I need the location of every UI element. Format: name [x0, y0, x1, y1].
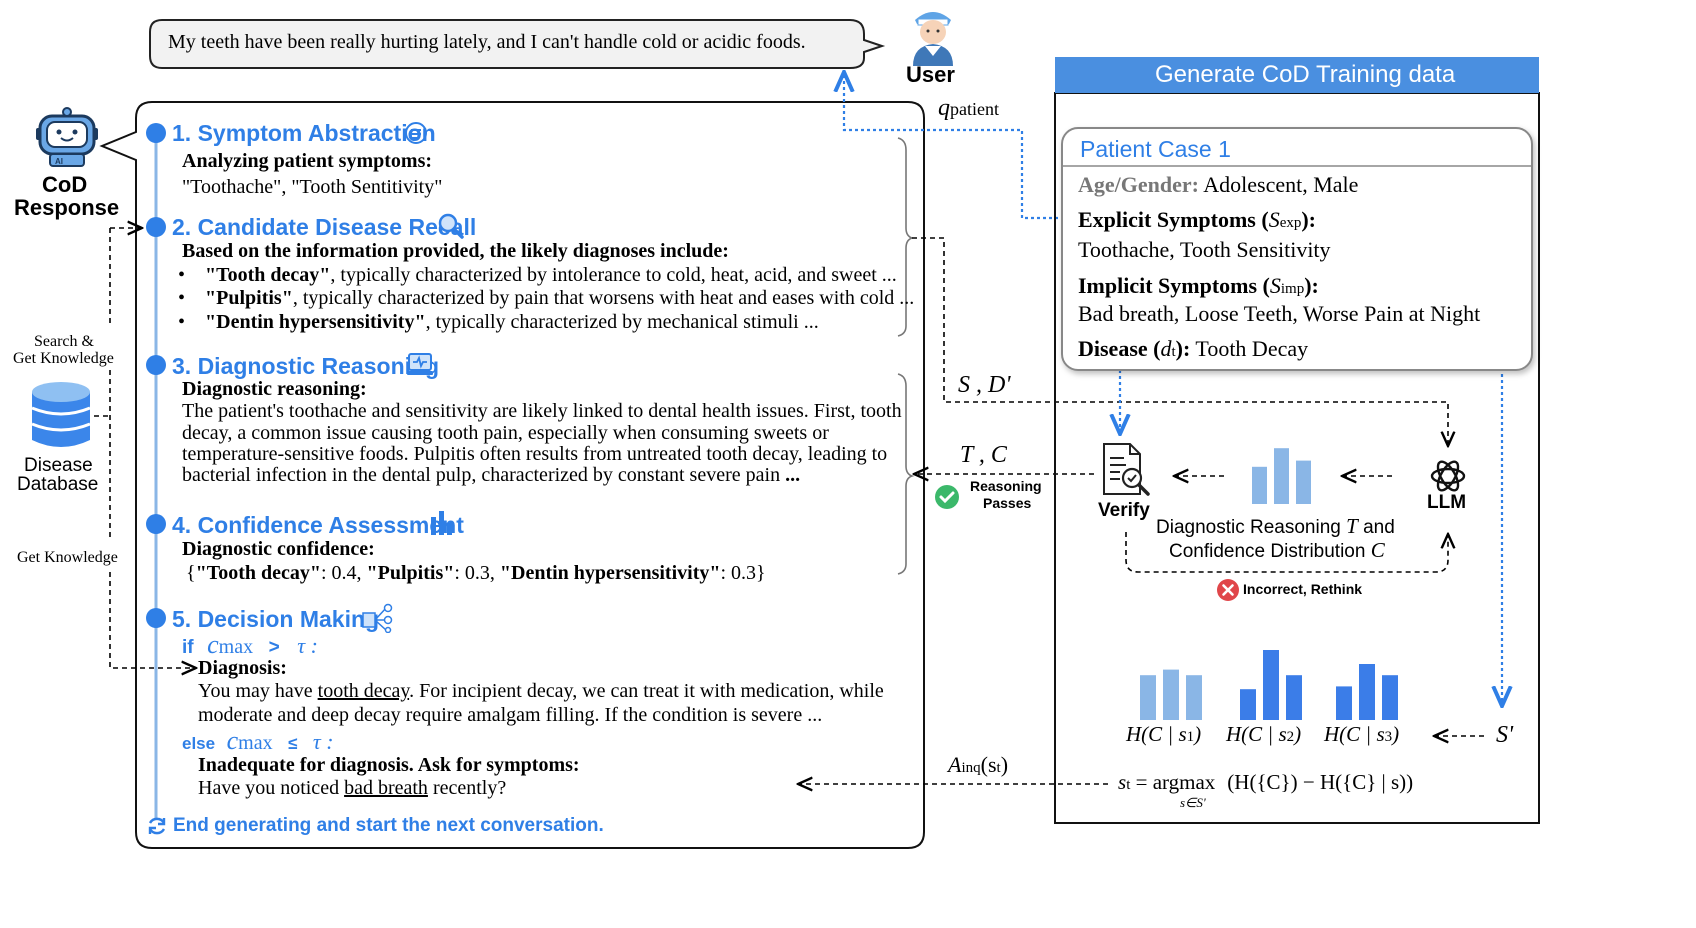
step2-item-2: • "Pulpitis", typically characterized by… [178, 287, 915, 309]
if-condition: if cmax > τ : [182, 630, 318, 659]
llm-output-bars [1252, 448, 1311, 504]
entropy-label-2: H(C | s2) [1226, 722, 1302, 746]
entropy-group-1-bar-2 [1163, 669, 1179, 720]
s-d-label: S , D' [958, 372, 1011, 398]
patient-case-title: Patient Case 1 [1080, 136, 1231, 162]
step3-title: 3. Diagnostic Reasoning [172, 353, 440, 379]
selection-formula: st = argmax(H({C}) − H({C} | s)) [1118, 770, 1414, 794]
llm-output-bar-3 [1296, 460, 1311, 504]
svg-text:AI: AI [55, 157, 63, 166]
diagnosis-laptop-icon [407, 353, 433, 375]
user-avatar-icon [913, 12, 953, 66]
explicit-symptoms-label: Explicit Symptoms (Sexp): [1078, 207, 1317, 232]
end-conversation-text: End generating and start the next conver… [173, 815, 604, 836]
llm-label: LLM [1427, 492, 1467, 513]
bar-chart-icon [431, 511, 452, 535]
entropy-label-3: H(C | s3) [1324, 722, 1400, 746]
check-icon [935, 485, 959, 509]
entropy-group-2-bar-2 [1263, 650, 1279, 720]
step2-item-3: • "Dentin hypersensitivity", typically c… [178, 311, 819, 333]
step5-title: 5. Decision Making [172, 606, 380, 632]
t-c-label: T , C [960, 442, 1007, 468]
step1-dot [146, 123, 166, 143]
step4-heading: Diagnostic confidence: [182, 538, 375, 560]
entropy-group-3-bar-1 [1336, 686, 1352, 720]
reasoning-passes-2: Passes [983, 495, 1032, 511]
document-list-icon [405, 122, 427, 144]
step3-line-4: bacterial infection in the dental pulp, … [182, 464, 801, 486]
step3-line-3: temperature-sensitive foods. Pulpitis of… [182, 443, 888, 465]
entropy-bar-groups [1140, 650, 1398, 720]
search-knowledge-label-2: Get Knowledge [13, 350, 114, 367]
entropy-group-3-bar-3 [1382, 675, 1398, 720]
step1-body: "Toothache", "Tooth Sentitivity" [182, 176, 443, 198]
database-label-1: Disease [24, 455, 93, 476]
training-header: Generate CoD Training data [1155, 61, 1456, 88]
step4-title: 4. Confidence Assessment [172, 512, 464, 538]
robot-icon: AI [36, 107, 98, 167]
entropy-group-2-bar-3 [1286, 675, 1302, 720]
step5-dot [146, 608, 166, 628]
explicit-symptoms-value: Toothache, Tooth Sensitivity [1078, 237, 1331, 262]
cod-label-line1: CoD [42, 172, 88, 197]
search-knowledge-label-1: Search & [34, 333, 94, 350]
step3-dot [146, 355, 166, 375]
step3-line-1: The patient's toothache and sensitivity … [182, 400, 902, 422]
entropy-group-1-bar-3 [1186, 675, 1202, 720]
magnifier-icon [438, 213, 464, 239]
step4-confidence: {"Tooth decay": 0.4, "Pulpitis": 0.3, "D… [186, 562, 766, 584]
incorrect-rethink-label: Incorrect, Rethink [1243, 581, 1363, 597]
refresh-icon [148, 817, 166, 835]
verify-label: Verify [1098, 500, 1150, 521]
get-knowledge-label: Get Knowledge [17, 549, 118, 566]
a-inq-label: Ainq(st) [948, 752, 1009, 777]
user-query-text: My teeth have been really hurting lately… [168, 31, 806, 53]
error-icon [1217, 579, 1239, 601]
age-gender-row: Age/Gender: Adolescent, Male [1078, 172, 1359, 197]
disease-row: Disease (dt): Tooth Decay [1078, 336, 1309, 361]
step3-heading: Diagnostic reasoning: [182, 378, 367, 400]
diagnosis-line-2: moderate and deep decay require amalgam … [198, 704, 823, 726]
decision-tree-icon [362, 603, 393, 633]
step1-heading: Analyzing patient symptoms: [182, 150, 433, 172]
cod-label-line2: Response [14, 195, 120, 220]
user-label: User [906, 62, 955, 87]
database-icon [31, 382, 91, 447]
step1-title: 1. Symptom Abstraction [172, 120, 436, 146]
ask-symptom-line: Have you noticed bad breath recently? [198, 777, 507, 799]
step4-dot [146, 514, 166, 534]
entropy-group-1-bar-1 [1140, 675, 1156, 720]
reasoning-passes-1: Reasoning [970, 478, 1042, 494]
step2-title: 2. Candidate Disease Recall [172, 214, 477, 240]
formula-subscript: s∈S' [1180, 795, 1206, 810]
s-prime-label: S' [1496, 722, 1514, 748]
implicit-symptoms-value: Bad breath, Loose Teeth, Worse Pain at N… [1078, 301, 1481, 326]
verify-document-icon [1103, 443, 1150, 496]
diag-reasoning-caption-1: Diagnostic Reasoning T and [1156, 514, 1395, 538]
llm-output-bar-2 [1274, 448, 1289, 504]
llm-icon [1430, 460, 1466, 492]
step2-dot [146, 217, 166, 237]
step2-item-1: • "Tooth decay", typically characterized… [178, 264, 897, 286]
entropy-group-3-bar-2 [1359, 664, 1375, 720]
entropy-group-2-bar-1 [1240, 689, 1256, 720]
q-patient-label: qpatient [938, 95, 999, 121]
implicit-symptoms-label: Implicit Symptoms (Simp): [1078, 273, 1319, 298]
step2-heading: Based on the information provided, the l… [182, 240, 729, 262]
else-condition: else cmax ≤ τ : [182, 726, 334, 755]
entropy-label-1: H(C | s1) [1126, 722, 1202, 746]
database-label-2: Database [17, 474, 99, 495]
diagnosis-line-1: You may have tooth decay. For incipient … [198, 680, 884, 702]
llm-output-bar-1 [1252, 466, 1267, 504]
inadequate-heading: Inadequate for diagnosis. Ask for sympto… [198, 754, 580, 776]
diag-reasoning-caption-2: Confidence Distribution C [1169, 538, 1385, 562]
step3-line-2: decay, a common issue causing tooth pain… [182, 422, 829, 444]
user-query-bubble [149, 19, 886, 69]
diagnosis-heading: Diagnosis: [198, 657, 287, 679]
